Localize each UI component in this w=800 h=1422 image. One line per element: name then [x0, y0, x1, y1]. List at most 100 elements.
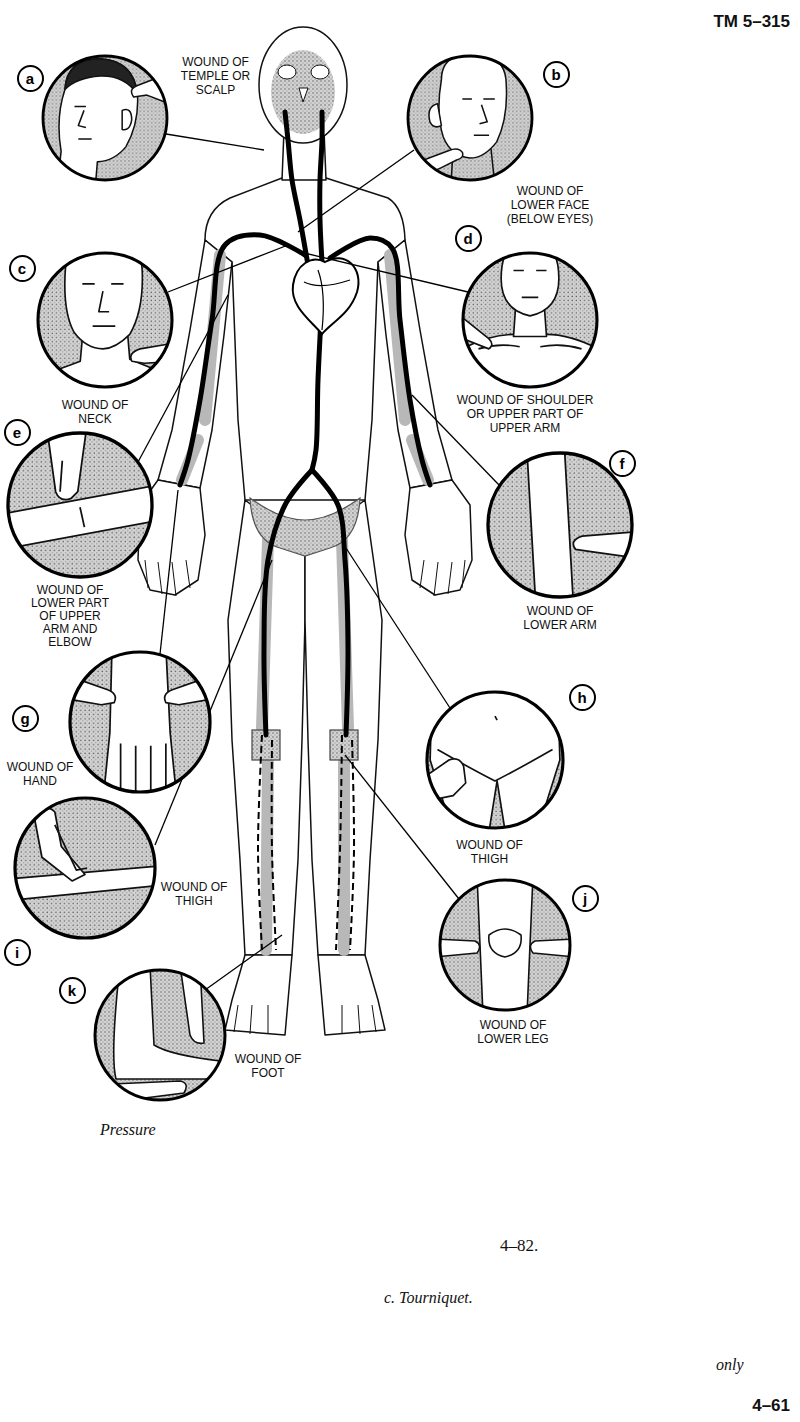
- inset-rim: [8, 433, 152, 577]
- head: [439, 53, 507, 158]
- head: [501, 240, 559, 316]
- leader-line: [155, 560, 272, 845]
- inset-picture: [65, 647, 216, 798]
- ear: [122, 110, 132, 130]
- digit-line: [172, 562, 176, 596]
- inset-circle: [10, 795, 161, 938]
- bone: [266, 762, 268, 950]
- digit-line: [234, 1005, 238, 1032]
- inset-picture: [527, 447, 638, 602]
- ear: [429, 104, 441, 127]
- face-line: [478, 271, 581, 349]
- inset-rim: [38, 253, 172, 387]
- wound-label: WOUND OF THIGH: [158, 880, 230, 908]
- wound-label: WOUND OF LOWER ARM: [515, 604, 605, 632]
- legs: [477, 875, 533, 1015]
- arm-line: [55, 825, 87, 870]
- wound-label: WOUND OF NECK: [55, 398, 135, 426]
- callout-letter-text: j: [583, 891, 587, 906]
- callout-letter: h: [569, 684, 596, 711]
- callout-letter-text: c: [18, 261, 26, 276]
- wrist: [103, 647, 176, 798]
- wound-label: WOUND OF LOWER LEG: [468, 1018, 558, 1046]
- wound-label: WOUND OF LOWER PART OF UPPER ARM AND ELB…: [30, 584, 110, 649]
- wound-label: WOUND OF TEMPLE OR SCALP: [178, 55, 253, 97]
- face-line: [451, 99, 495, 185]
- callout-letter-text: h: [577, 690, 586, 705]
- eye: [311, 65, 329, 79]
- hand: [131, 343, 177, 364]
- inset-circle: [435, 875, 575, 1015]
- eye: [278, 65, 296, 79]
- hand: [90, 1081, 186, 1105]
- inset-rim: [440, 880, 570, 1010]
- heart-line: [304, 270, 350, 330]
- right-hand: [405, 480, 472, 595]
- digit-line: [145, 560, 148, 588]
- right-foot: [318, 955, 385, 1035]
- callout-letter: j: [572, 885, 599, 912]
- document-code: TM 5–315: [660, 12, 790, 32]
- paragraph-heading: c. Tourniquet.: [384, 1288, 554, 1307]
- inset-rim: [463, 253, 597, 387]
- nose: [299, 88, 308, 102]
- leader-line: [205, 935, 282, 990]
- artery-dashed: [350, 740, 354, 950]
- wound-label: WOUND OF HAND: [4, 760, 76, 788]
- inset-rim: [408, 56, 532, 180]
- digit-line: [342, 1005, 343, 1034]
- artery-dashed: [258, 735, 262, 950]
- inset-rim: [488, 453, 632, 597]
- inset-circle: [90, 965, 225, 1105]
- head: [57, 59, 137, 185]
- callout-letter: c: [9, 255, 36, 282]
- head: [259, 27, 347, 143]
- leader-line: [346, 548, 450, 708]
- leader-line: [298, 150, 414, 232]
- digit-line: [268, 1005, 269, 1034]
- digit-line: [372, 1005, 376, 1032]
- inset-rim: [427, 692, 563, 828]
- face-shade: [271, 50, 335, 134]
- digit-line: [158, 562, 162, 594]
- artery: [180, 235, 305, 485]
- artery: [264, 470, 312, 735]
- inset-circle: [43, 56, 172, 185]
- arm: [2, 485, 157, 549]
- inset-circle: [403, 53, 532, 185]
- callout-letter: f: [609, 450, 636, 477]
- callout-letter-text: i: [15, 945, 19, 960]
- paragraph-number: 4–82.: [500, 1236, 590, 1256]
- artery: [320, 112, 322, 262]
- face-line: [82, 284, 123, 326]
- callout-letter: d: [455, 225, 482, 252]
- callout-letter: e: [4, 419, 31, 446]
- callout-letter-text: d: [463, 231, 472, 246]
- digit-line: [434, 562, 438, 596]
- digit-line: [420, 560, 424, 588]
- inset-rim: [43, 56, 167, 180]
- callout-letter-text: b: [551, 67, 560, 82]
- callout-letter: b: [543, 61, 570, 88]
- inset-rim: [70, 652, 210, 792]
- callout-letter-text: k: [68, 983, 76, 998]
- text-fragment: only: [716, 1355, 786, 1374]
- inset-picture: [458, 240, 602, 393]
- callout-letter-text: e: [13, 425, 21, 440]
- digit-line: [462, 560, 465, 588]
- callout-letter: a: [17, 65, 44, 92]
- right-arm: [378, 240, 452, 488]
- digit-line: [448, 562, 452, 594]
- left-arm: [158, 240, 232, 488]
- artery: [285, 112, 308, 265]
- wound-label: WOUND OF SHOULDER OR UPPER PART OF UPPER…: [455, 393, 595, 435]
- inset-picture: [90, 965, 224, 1105]
- heart: [293, 258, 359, 334]
- digit-line: [358, 1005, 360, 1034]
- left-foot: [225, 955, 292, 1035]
- artery: [312, 470, 348, 735]
- face-line: [74, 107, 91, 139]
- knee: [489, 929, 521, 957]
